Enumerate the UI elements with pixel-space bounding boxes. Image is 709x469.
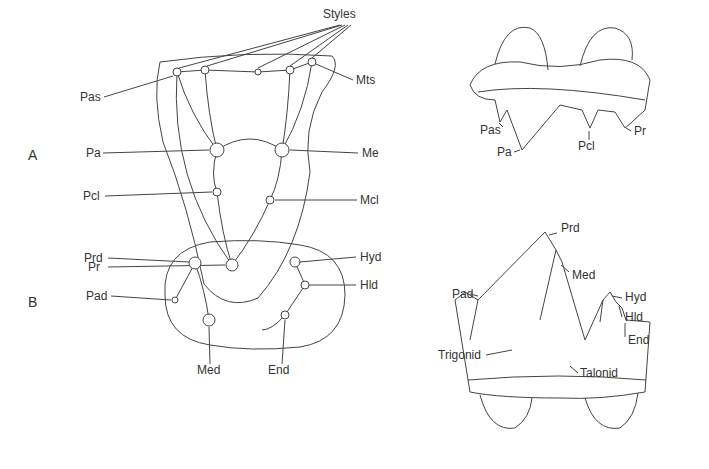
cusp — [226, 259, 238, 271]
style-cusp — [286, 66, 294, 74]
cusp-label: Pa — [497, 145, 512, 159]
style-cusp — [173, 68, 181, 76]
cusp — [210, 143, 224, 157]
tooth-side-outline — [455, 232, 650, 398]
cusp-label: Pas — [480, 123, 501, 137]
cervical-line — [468, 376, 646, 380]
cusp-label: Styles — [323, 7, 356, 21]
cusp-label: Pcl — [83, 189, 100, 203]
leader-line — [179, 25, 351, 68]
cusp — [203, 314, 215, 326]
cusp-label: Hyd — [360, 250, 381, 264]
cusp-label: End — [628, 333, 649, 347]
cusp — [172, 297, 178, 303]
cusp-label: Pas — [80, 90, 101, 104]
cusp-label: Pad — [86, 289, 107, 303]
tooth-outline — [165, 241, 345, 350]
cusp-label: Prd — [84, 251, 103, 265]
root — [495, 27, 632, 70]
style-cusps — [173, 58, 316, 76]
cusp — [301, 281, 309, 289]
crest-line — [176, 72, 282, 265]
cusp-label: Med — [572, 268, 595, 282]
leader-line — [499, 123, 631, 152]
cusp-label: Hyd — [625, 290, 646, 304]
root — [480, 393, 638, 428]
cusp-label: Pr — [634, 124, 646, 138]
cusp-label: Prd — [561, 221, 580, 235]
cusp — [189, 257, 201, 269]
cusp-label: Hld — [360, 278, 378, 292]
cusp-label: Me — [362, 146, 379, 160]
cusp — [290, 257, 300, 267]
style-cusp — [255, 69, 261, 75]
cusp — [266, 196, 274, 204]
cusp-label: Trigonid — [438, 348, 481, 362]
cusp-label: Talonid — [580, 366, 618, 380]
style-cusp — [201, 66, 209, 74]
cusp-label: Pa — [86, 146, 101, 160]
cusp-label: Med — [197, 363, 220, 377]
cusp-label: Pad — [452, 287, 473, 301]
crown-line — [478, 88, 645, 100]
style-cusp — [308, 58, 316, 66]
cusp — [281, 311, 289, 319]
cusp-label: Mts — [356, 73, 375, 87]
tooth-side-outline — [470, 59, 650, 150]
cusp-label: Mcl — [360, 193, 379, 207]
cusp — [213, 188, 221, 196]
crest-line — [177, 62, 312, 150]
leader-line — [108, 257, 356, 364]
leader-line — [470, 233, 625, 373]
leader-line — [103, 64, 358, 267]
cusp-line — [470, 250, 603, 340]
cusp — [275, 143, 289, 157]
panel-letter: A — [28, 148, 37, 162]
panel-letter: B — [28, 295, 37, 309]
crest-line — [175, 262, 305, 330]
cusp-label: Pcl — [578, 139, 595, 153]
cusp-label: Hld — [625, 310, 643, 324]
cusp-label: End — [268, 363, 289, 377]
